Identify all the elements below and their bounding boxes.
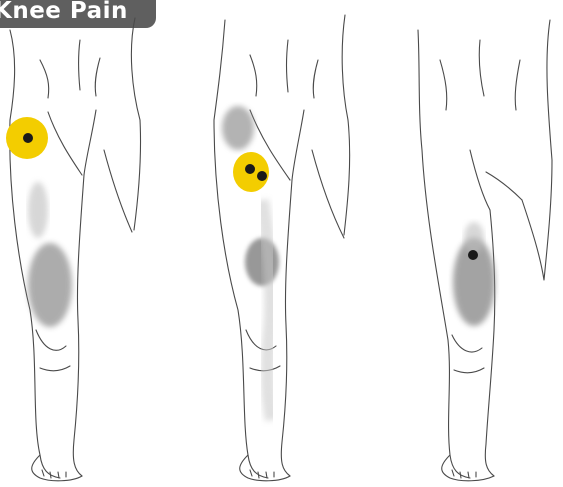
left-groin-line xyxy=(48,112,82,175)
center-torso-outline xyxy=(214,15,348,120)
right-hip-curve xyxy=(486,172,522,200)
center-other-thigh xyxy=(312,120,350,238)
right-referred-pain-area xyxy=(453,222,495,326)
left-referred-pain-area xyxy=(28,182,72,327)
center-leg-inner xyxy=(281,180,292,476)
left-abdomen-lines xyxy=(40,40,100,98)
left-leg-figure xyxy=(10,18,141,481)
right-foot xyxy=(442,455,494,481)
right-other-thigh xyxy=(522,160,552,280)
center-abdomen-lines xyxy=(250,40,318,98)
left-knee-lines xyxy=(36,330,70,371)
right-abdomen-lines xyxy=(440,40,520,110)
left-other-thigh xyxy=(104,120,141,232)
right-torso-outline xyxy=(418,20,552,160)
left-inguinal-line xyxy=(84,110,96,175)
left-leg-inner xyxy=(73,175,84,476)
right-groin-line xyxy=(470,150,490,210)
right-knee-lines xyxy=(452,335,484,373)
center-inguinal-line xyxy=(292,110,304,180)
left-torso-outline xyxy=(10,18,140,120)
right-trigger-point xyxy=(468,250,478,260)
center-leg-figure xyxy=(214,15,350,481)
left-trigger-point xyxy=(6,117,48,159)
center-trigger-point xyxy=(233,152,269,192)
